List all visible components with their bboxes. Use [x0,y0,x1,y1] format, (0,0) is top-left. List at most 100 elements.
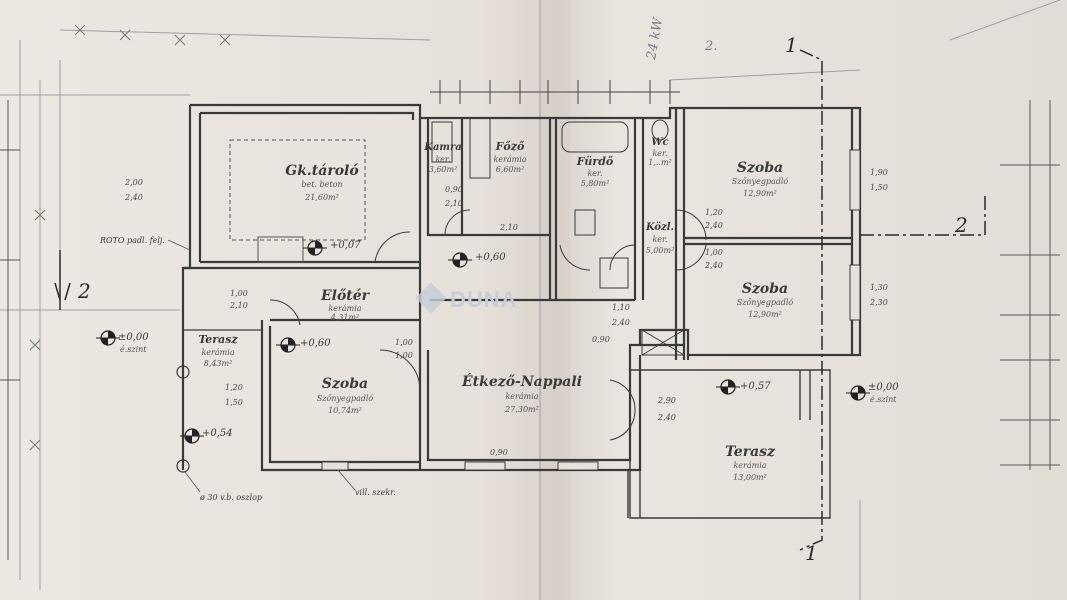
level-label: +0,60 [475,252,506,263]
pencil-note-2: 2. [704,39,717,54]
dim-label: 1,10 [612,303,630,312]
room-finish-furdo: ker. [587,169,602,178]
windows [321,149,861,471]
room-area-wc: 1,..m² [648,158,672,167]
room-finish-szoba2: Szőnyegpadló [737,298,794,307]
room-area-eloter: 4,31m² [330,313,360,322]
dim-label: 1,00 [395,338,413,347]
room-area-kamra: 3,60m² [429,165,458,174]
section-lines [54,49,986,551]
room-area-etkezo: 27,30m² [504,405,539,414]
room-finish-kozl: ker. [652,235,667,244]
room-name-wc: Wc [651,137,668,148]
level-label: +0,57 [740,381,771,392]
terrace-left-outline [176,329,262,473]
room-name-gk: Gk.tároló [285,163,358,179]
pantry-shelf [431,121,453,163]
room-area-gk: 21,60m² [304,193,339,202]
room-finish-kamra: ker. [435,155,450,164]
watermark: DUNA [415,282,517,314]
room-area-szoba2: 12,90m² [748,310,782,319]
dim-label: 1,20 [705,208,723,217]
room-area-furdo: 5,80m² [581,179,610,188]
note-leaders [167,239,356,493]
room-finish-szoba3: Szőnyegpadló [317,394,374,403]
level-marker [180,428,204,444]
note-column: ø 30 v.b. oszlop [199,493,262,502]
level-marker [716,379,740,395]
wc-bowl [651,119,669,141]
note-roto: ROTO padl. felj. [99,236,165,245]
top-dimension-chain [430,80,680,104]
room-labels: Gk.tároló bet. beton 21,60m² Kamra ker. … [198,137,793,482]
room-area-terasz1: 8,43m² [204,359,233,368]
level-label: +0,07 [330,240,361,251]
dim-label: 0,90 [445,185,463,194]
room-finish-terasz2: kerámia [733,461,766,470]
chimney-box [641,329,685,356]
room-area-szoba3: 10,74m² [328,406,362,415]
room-name-kamra: Kamra [423,142,462,153]
dim-label: 1,20 [225,383,243,392]
room-name-szoba2: Szoba [742,281,788,297]
level-labels: +0,07 +0,60 ±0,00 é.szint +0,60 +0,57 ±0… [118,240,899,439]
section-mark-2-left: 2 [77,279,91,303]
section-mark-2-right: 2 [954,213,968,237]
section-mark-1-bottom: 1 [805,541,818,565]
dim-label: 1,50 [225,398,243,407]
room-finish-gk: bet. beton [301,180,342,189]
level-note: é.szint [120,345,147,354]
room-name-szoba1: Szoba [737,160,783,176]
room-area-kozl: 5,00m² [646,246,675,255]
terrace-right-outline [627,369,831,519]
room-area-fozo: 6,60m² [496,165,525,174]
dim-label: 1,00 [230,289,248,298]
level-marker [303,240,327,256]
level-markers [96,240,870,444]
bathroom-fixtures [431,117,669,289]
sink [574,209,596,236]
room-name-furdo: Fürdő [576,155,614,168]
note-electrical-cabinet: vill. szekr. [355,488,396,497]
room-name-fozo: Főző [495,140,525,153]
dim-label: 2,00 [124,178,143,187]
pencil-note-kw: 24 kW [644,15,667,61]
level-label: ±0,00 [118,332,149,343]
dim-label: 2,40 [124,193,143,202]
dim-label: 0,90 [490,448,508,457]
level-label: +0,60 [300,338,331,349]
dimension-labels: 2,00 2,40 1,00 2,10 1,20 1,50 1,90 1,50 … [124,168,888,457]
room-area-terasz2: 13,00m² [733,473,767,482]
dim-label: 1,00 [395,351,413,360]
dim-label: 2,10 [444,199,463,208]
dim-label: 2,40 [704,261,723,270]
room-name-eloter: Előtér [320,288,371,304]
room-finish-fozo: kerámia [493,155,526,164]
dim-label: 2,10 [229,301,248,310]
dim-label: 1,30 [870,283,888,292]
boiler-box [599,257,629,289]
car-outline [229,139,366,241]
level-marker [448,252,472,268]
dim-label: 1,50 [870,183,888,192]
left-dimension-chain [0,100,20,560]
room-finish-terasz1: kerámia [201,348,234,357]
level-label: +0,54 [202,428,233,439]
level-marker [276,337,300,353]
door-swings [269,209,707,441]
room-name-terasz2: Terasz [725,444,776,460]
level-marker [96,330,120,346]
room-finish-szoba1: Szőnyegpadló [732,177,789,186]
dim-label: 2,10 [499,223,518,232]
dim-label: 1,90 [870,168,888,177]
level-marker [846,385,870,401]
room-name-etkezo: Étkező-Nappali [461,372,582,390]
pencil-cross-marks [29,24,231,451]
bathtub [561,121,629,153]
room-name-szoba3: Szoba [322,376,368,392]
dim-label: 2,40 [704,221,723,230]
plan-notes: ROTO padl. felj. ø 30 v.b. oszlop vill. … [99,236,396,502]
